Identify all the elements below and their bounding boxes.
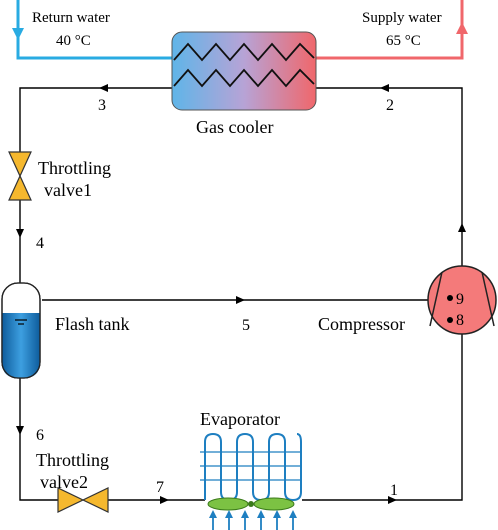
gas-cooler-label: Gas cooler bbox=[196, 117, 273, 137]
throttling-valve-1-label-line2: valve1 bbox=[44, 180, 92, 200]
state-point-2: 2 bbox=[386, 97, 394, 114]
flash-tank bbox=[1, 282, 41, 379]
compressor-port-9: 9 bbox=[456, 291, 464, 308]
return-water-line bbox=[12, 0, 172, 60]
refrigerant-loop bbox=[19, 87, 463, 501]
air-flow-arrows bbox=[209, 510, 297, 530]
throttling-valve-1-label-line1: Throttling bbox=[38, 158, 111, 178]
throttling-valve-1 bbox=[8, 151, 32, 201]
state-point-4: 4 bbox=[36, 235, 44, 252]
compressor-port-8: 8 bbox=[456, 312, 464, 329]
throttling-valve-2-label-line1: Throttling bbox=[36, 450, 109, 470]
evaporator-label: Evaporator bbox=[200, 409, 280, 429]
throttling-valve-2-label-line2: valve2 bbox=[40, 472, 88, 492]
evaporator bbox=[200, 432, 302, 530]
gas-cooler-coil-top bbox=[173, 42, 315, 62]
supply-water-line bbox=[316, 0, 468, 60]
state-point-5: 5 bbox=[242, 317, 250, 334]
throttling-valve-2 bbox=[57, 487, 109, 513]
compressor bbox=[427, 265, 497, 335]
supply-water-label: Supply water bbox=[362, 10, 442, 26]
return-water-label: Return water bbox=[32, 10, 110, 26]
return-water-temp: 40 °C bbox=[56, 33, 91, 49]
gas-cooler-coil-bottom bbox=[173, 68, 315, 88]
flash-tank-label: Flash tank bbox=[55, 314, 130, 334]
gas-cooler bbox=[171, 31, 317, 111]
state-point-1: 1 bbox=[390, 482, 398, 499]
state-point-7: 7 bbox=[156, 479, 164, 496]
state-point-3: 3 bbox=[98, 97, 106, 114]
state-point-6: 6 bbox=[36, 427, 44, 444]
fan-blade-right bbox=[253, 497, 295, 511]
compressor-label: Compressor bbox=[318, 314, 405, 334]
fan-blade-left bbox=[207, 497, 249, 511]
flow-arrows bbox=[16, 84, 466, 504]
supply-water-temp: 65 °C bbox=[386, 33, 421, 49]
